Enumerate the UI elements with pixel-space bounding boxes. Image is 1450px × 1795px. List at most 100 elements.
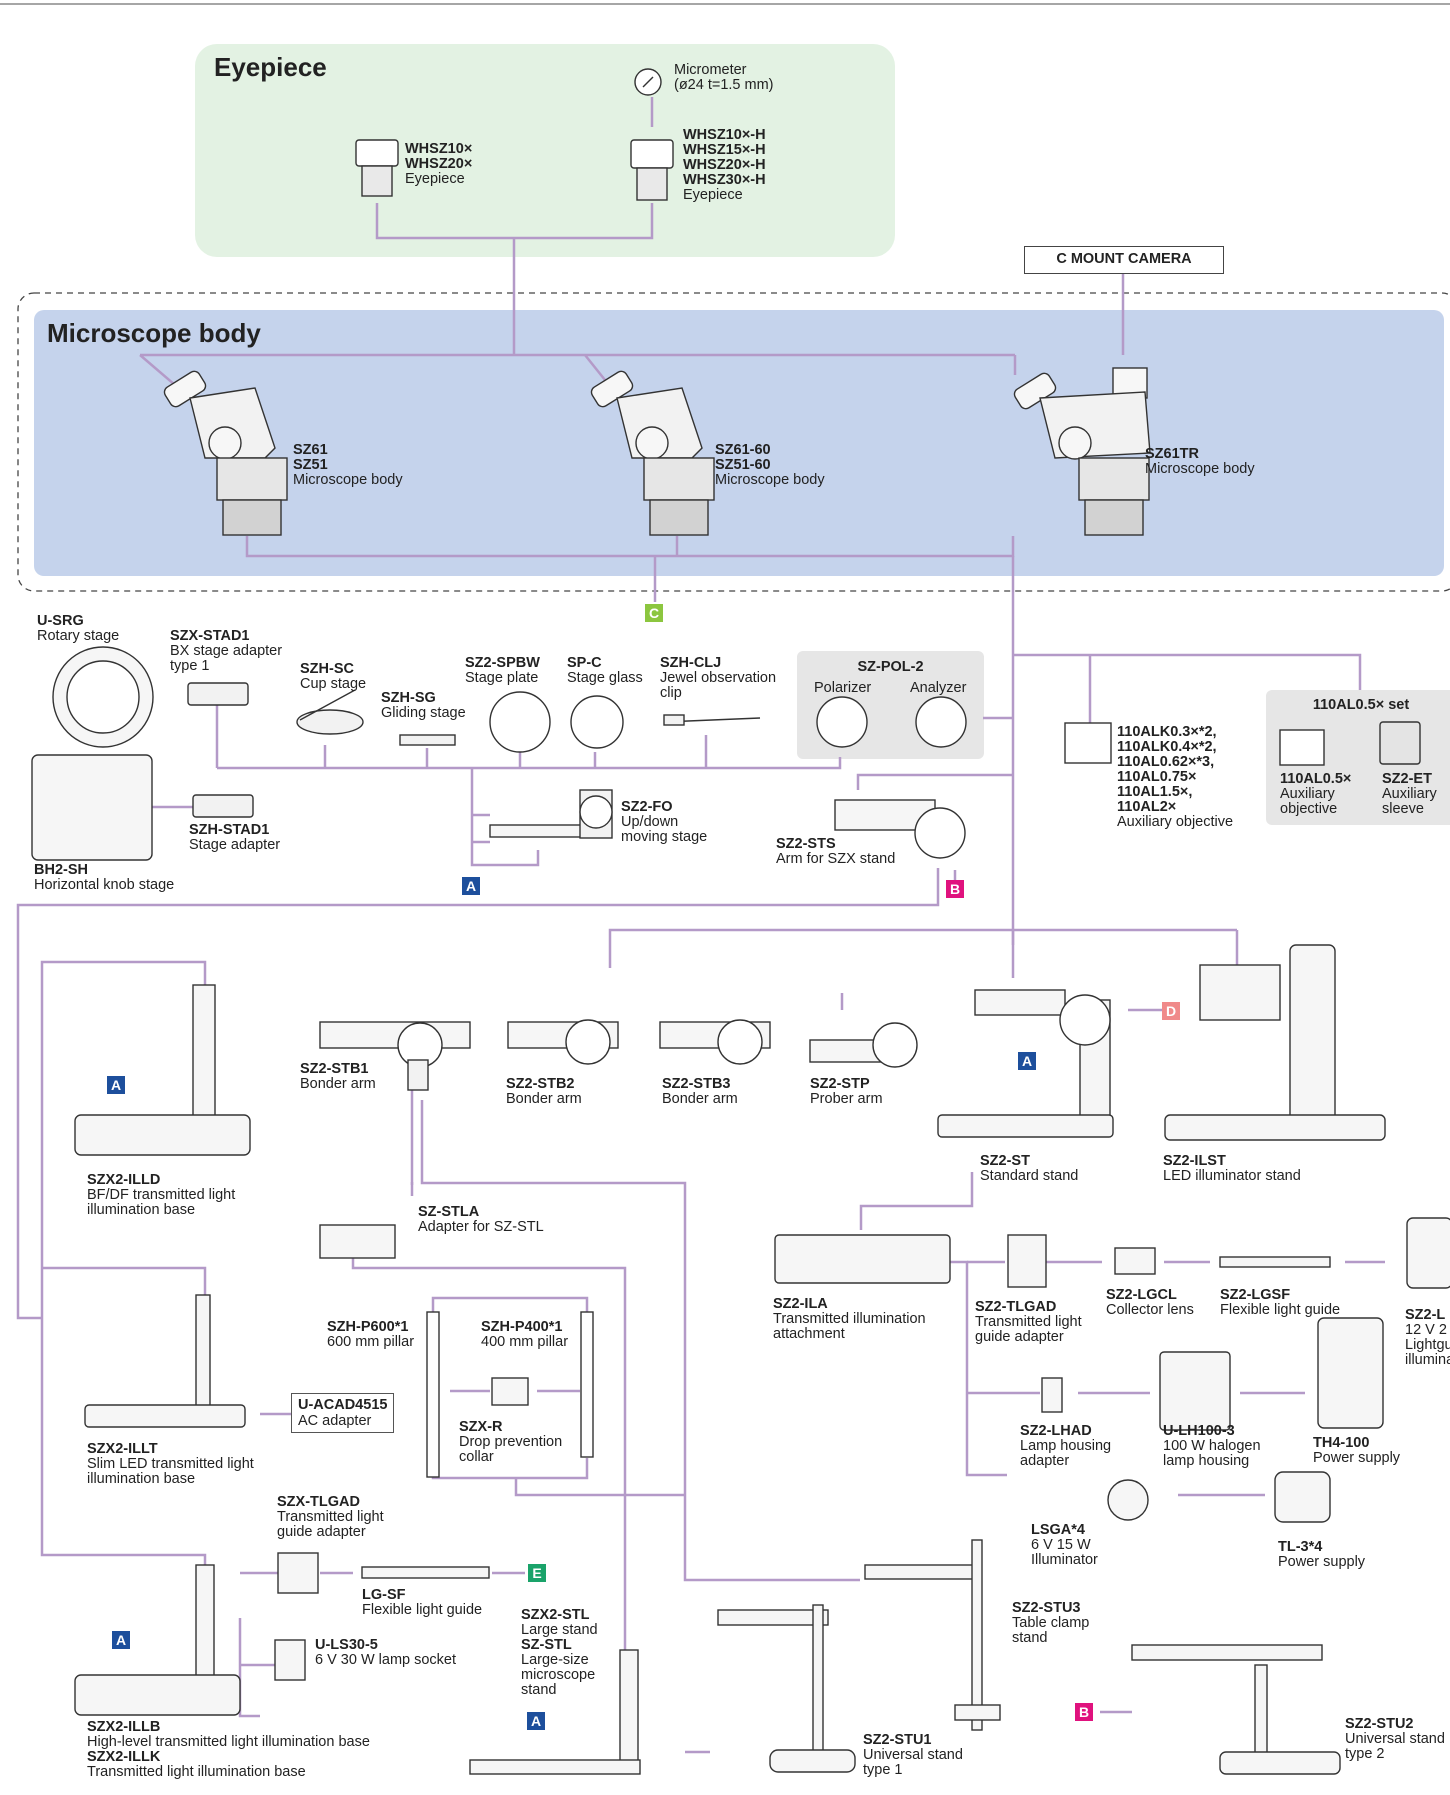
sz2stu3-icon	[864, 1539, 1001, 1731]
szhp400-icon	[580, 1311, 594, 1458]
c-mount-camera-label: C MOUNT CAMERA	[1024, 246, 1224, 274]
sz2lhad-icon	[1041, 1377, 1063, 1413]
sz2stb3-icon	[659, 1019, 771, 1065]
sz2stb2-icon	[507, 1019, 619, 1065]
th4-icon	[1317, 1317, 1384, 1429]
szxr-icon	[491, 1377, 529, 1406]
marker-a: A	[462, 877, 480, 895]
marker-a: A	[1018, 1052, 1036, 1070]
spc-icon	[570, 695, 624, 749]
sz2stu1-icon	[717, 1604, 856, 1773]
alk-label: 110ALK0.3×*2,110ALK0.4×*2,110AL0.62×*3,1…	[1117, 724, 1234, 830]
sz2lgsf-icon	[1219, 1256, 1331, 1268]
analyzer-icon	[915, 696, 967, 748]
sz2ilst-icon	[1164, 944, 1386, 1141]
marker-d: D	[1162, 1002, 1180, 1020]
szhsg-icon	[399, 734, 456, 746]
szxstad1-icon	[187, 682, 249, 706]
szx2illb-icon	[74, 1564, 241, 1716]
marker-a: A	[527, 1712, 545, 1730]
marker-c: C	[645, 604, 663, 622]
micrometer-label: Micrometer(ø24 t=1.5 mm)	[674, 62, 774, 93]
sz61tr-body-icon	[1013, 367, 1151, 536]
al05-set-title: 110AL0.5× set	[1312, 697, 1410, 713]
bh2sh-icon	[31, 754, 153, 861]
sz2st-icon	[937, 989, 1114, 1138]
polarizer-label: Polarizer	[814, 680, 872, 696]
marker-a: A	[112, 1631, 130, 1649]
alk-objective-icon	[1064, 722, 1112, 764]
szx2illt-icon	[84, 1294, 246, 1428]
sz2fo-icon	[489, 789, 613, 839]
szhstad1-icon	[192, 794, 254, 818]
sz2sts-icon	[834, 799, 966, 859]
whsz-label: WHSZ10×WHSZ20×Eyepiece	[405, 141, 473, 187]
sz2stu2-icon	[1131, 1644, 1341, 1775]
sz2stb1-icon	[319, 1021, 471, 1091]
polarizer-icon	[816, 696, 868, 748]
uls30-icon	[274, 1639, 306, 1681]
eyepiece-whszh-icon	[630, 139, 674, 201]
marker-e: E	[528, 1564, 546, 1582]
al05-objective-icon	[1279, 729, 1325, 766]
szxtlgad-icon	[277, 1552, 319, 1594]
szhsc-icon	[296, 709, 364, 735]
szx2illd-icon	[74, 984, 251, 1156]
sz6160-body-icon	[590, 370, 715, 536]
sz2stp-icon	[809, 1022, 918, 1068]
pol-set-title: SZ-POL-2	[857, 659, 924, 675]
lsga-icon	[1107, 1479, 1149, 1521]
eyepiece-region	[195, 44, 895, 257]
marker-b: B	[1075, 1703, 1093, 1721]
sz2et-sleeve-icon	[1379, 721, 1421, 765]
tl3-icon	[1274, 1471, 1331, 1523]
marker-a: A	[107, 1076, 125, 1094]
marker-b: B	[946, 880, 964, 898]
body-region-outline	[17, 292, 1450, 592]
sz2ila-icon	[774, 1234, 951, 1284]
eyepiece-title: Eyepiece	[214, 52, 327, 82]
